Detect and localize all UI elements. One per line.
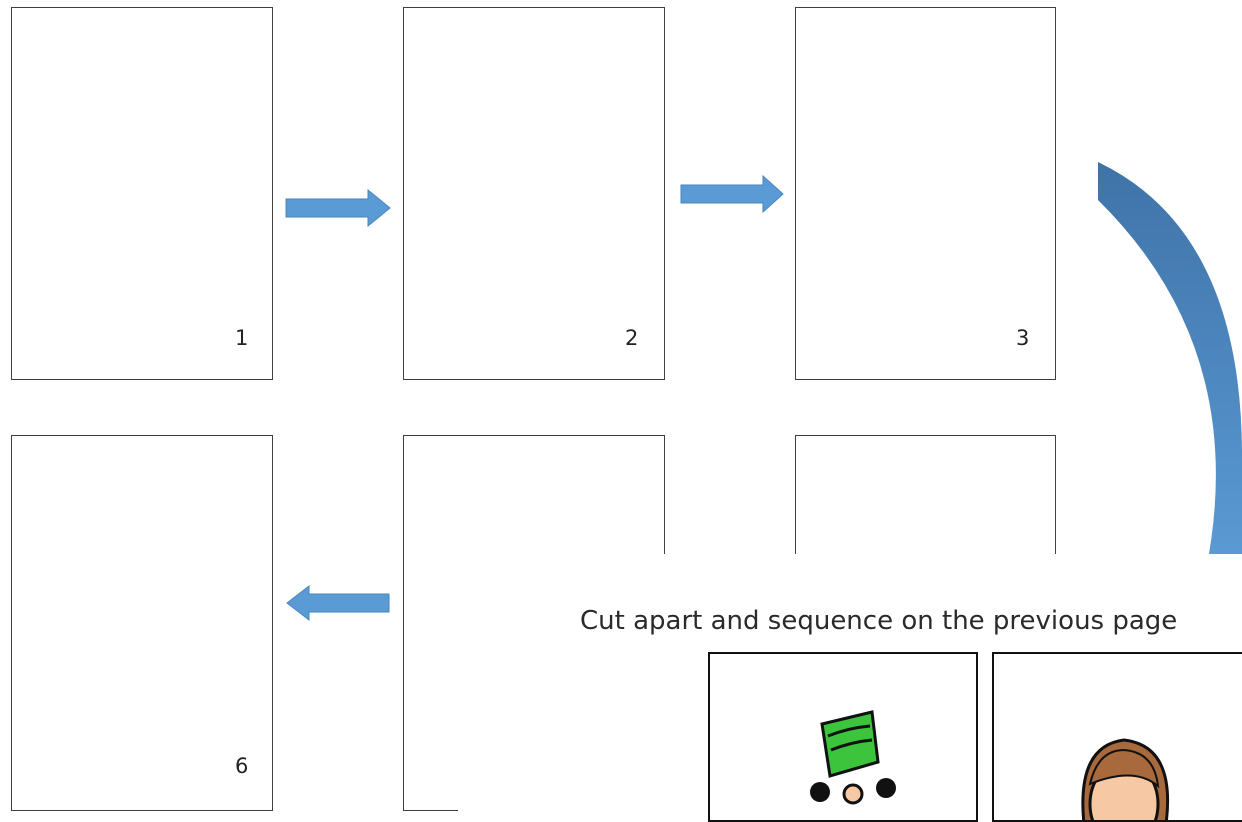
sequence-card-6: [11, 435, 273, 811]
curved-arrow-icon: [1098, 162, 1242, 570]
cutout-page: Cut apart and sequence on the previous p…: [458, 554, 1242, 822]
sequence-card-3: [795, 7, 1056, 380]
card-number-3: 3: [1016, 326, 1030, 350]
right-arrow-icon: [680, 174, 784, 214]
sequence-card-2: [403, 7, 665, 380]
money-icon: [810, 710, 896, 805]
card-number-1: 1: [235, 326, 249, 350]
person-icon: [1081, 738, 1170, 820]
instruction-text: Cut apart and sequence on the previous p…: [580, 606, 1178, 636]
picture-card[interactable]: [992, 652, 1242, 822]
card-number-2: 2: [625, 326, 639, 350]
left-arrow-icon: [286, 584, 390, 622]
sequence-card-1: [11, 7, 273, 380]
card-number-6: 6: [235, 754, 249, 778]
right-arrow-icon: [285, 188, 391, 228]
picture-card[interactable]: [708, 652, 978, 822]
